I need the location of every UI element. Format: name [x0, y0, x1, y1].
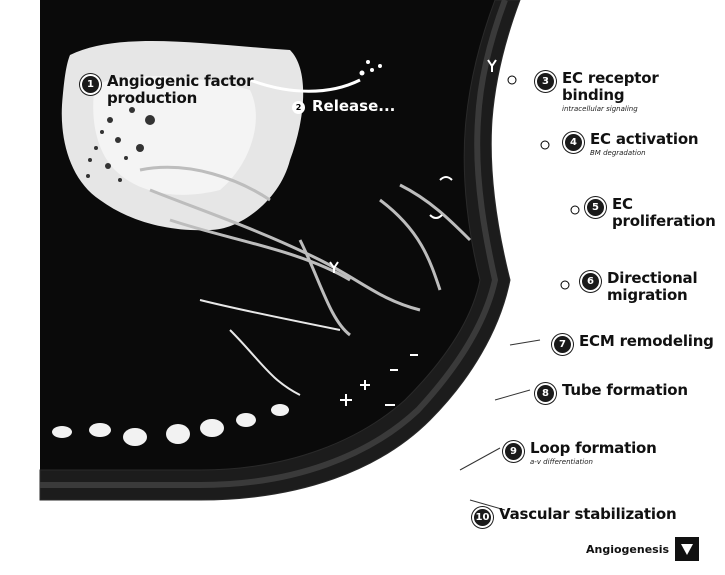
step-sub-4: BM degradation [590, 149, 698, 158]
step-number-1: 1 [80, 74, 101, 95]
step-ecm-remodeling: 7 ECM remodeling [552, 333, 714, 355]
step-label-4: EC activation [590, 131, 698, 148]
step-number-3: 3 [535, 71, 556, 92]
step-label-6: Directional migration [607, 270, 717, 304]
arrow-icon [675, 537, 699, 561]
step-ec-receptor-binding: 3 EC receptor binding intracellular sign… [535, 70, 725, 114]
step-directional-migration: 6 Directional migration [580, 270, 717, 304]
step-loop-formation: 9 Loop formation a-v differentiation [503, 440, 657, 467]
step-label-5: EC proliferation [612, 196, 722, 230]
step-label-10: Vascular stabilization [499, 506, 676, 523]
step-number-5: 5 [585, 197, 606, 218]
step-number-10: 10 [472, 507, 493, 528]
step-label-2: Release... [312, 97, 395, 115]
step-label-9: Loop formation [530, 440, 657, 457]
step-label-7: ECM remodeling [579, 333, 714, 350]
step-label-8: Tube formation [562, 382, 688, 399]
tissue-shadow [0, 0, 40, 575]
step-number-4: 4 [563, 132, 584, 153]
step-ec-activation: 4 EC activation BM degradation [563, 131, 698, 158]
step-sub-9: a-v differentiation [530, 458, 657, 467]
step-number-9: 9 [503, 441, 524, 462]
step-number-2: 2 [292, 101, 305, 114]
step-label-1: Angiogenic factor production [107, 73, 297, 107]
step-label-3: EC receptor binding [562, 70, 725, 104]
step-number-8: 8 [535, 383, 556, 404]
step-number-6: 6 [580, 271, 601, 292]
step-vascular-stabilization: 10 Vascular stabilization [472, 506, 676, 528]
step-angiogenic-factor-production: 1 Angiogenic factor production [80, 73, 297, 107]
brand-logo-icon [675, 537, 699, 561]
step-tube-formation: 8 Tube formation [535, 382, 688, 404]
footer-title: Angiogenesis [586, 543, 669, 556]
step-sub-3: intracellular signaling [562, 105, 725, 114]
step-number-7: 7 [552, 334, 573, 355]
step-ec-proliferation: 5 EC proliferation [585, 196, 722, 230]
